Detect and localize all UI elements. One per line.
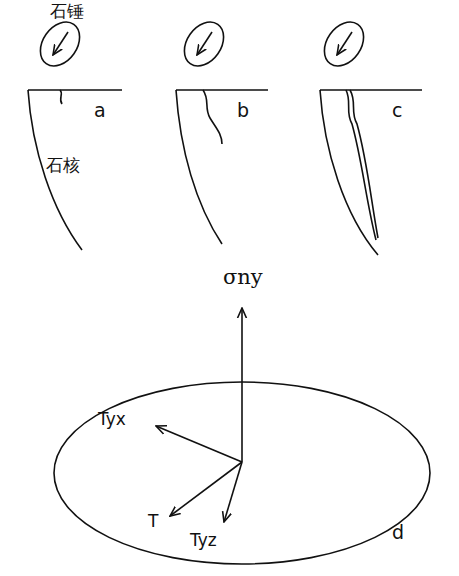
core-outline	[28, 90, 122, 250]
core-outline	[176, 90, 268, 244]
stress-vector	[156, 426, 242, 462]
force-arrow	[197, 32, 212, 55]
hammer-stone	[176, 15, 231, 74]
stress-vector	[224, 462, 242, 522]
part-name: 石核	[46, 156, 80, 175]
stress-label: σny	[223, 266, 263, 289]
force-arrow	[53, 32, 68, 55]
crack	[60, 90, 62, 104]
stress-label: Tyz	[190, 531, 217, 550]
stress-label: Tyx	[98, 410, 126, 429]
panel-letter: d	[392, 522, 404, 543]
crack	[346, 90, 376, 240]
panel-letter: b	[237, 100, 249, 121]
hammer-stone	[316, 15, 371, 74]
stress-label: T	[148, 512, 158, 531]
panel-letter: a	[94, 100, 106, 121]
stress-vector	[170, 462, 242, 516]
stress-vector	[241, 308, 243, 462]
crack	[350, 90, 378, 238]
force-arrow	[337, 32, 352, 55]
crack	[203, 90, 222, 144]
core-outline	[320, 90, 422, 255]
part-name: 石锤	[50, 2, 84, 21]
panel-letter: c	[392, 100, 402, 121]
hammer-stone	[32, 15, 87, 74]
